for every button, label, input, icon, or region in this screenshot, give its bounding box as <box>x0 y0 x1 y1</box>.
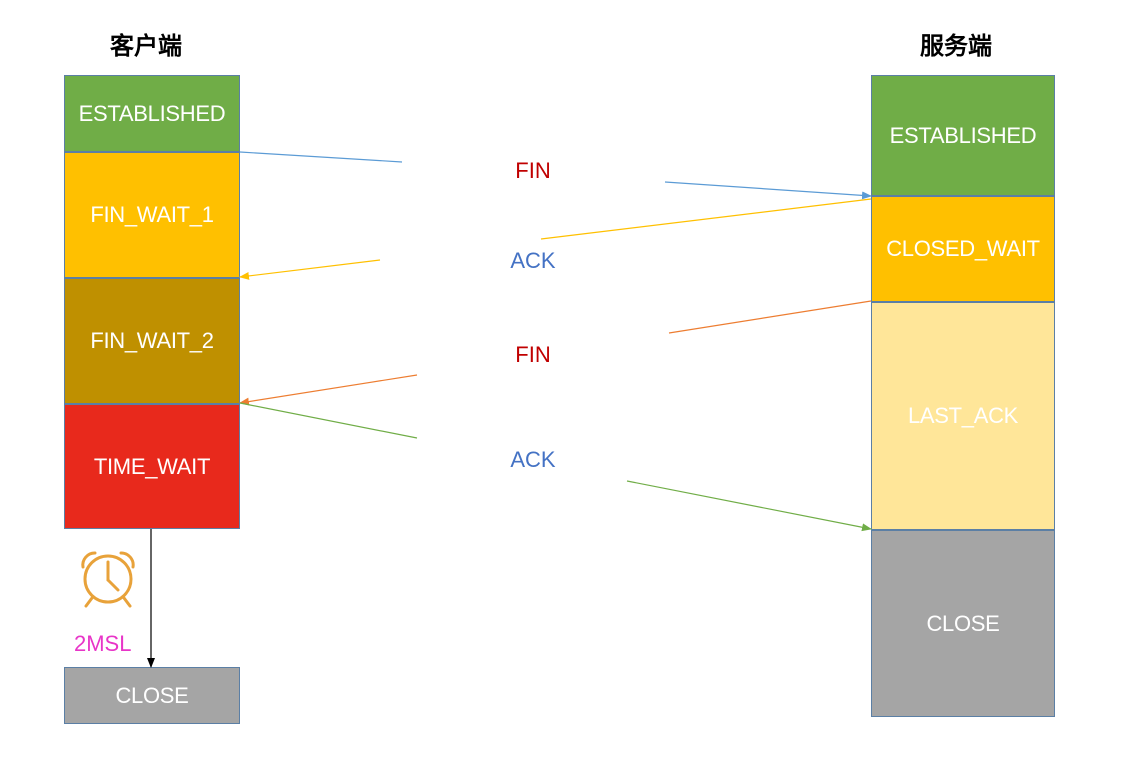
client-state-fin-wait-1: FIN_WAIT_1 <box>64 152 240 278</box>
message-ack-1: ACK <box>510 248 556 273</box>
server-title: 服务端 <box>920 32 992 60</box>
server-state-established: ESTABLISHED <box>871 75 1055 196</box>
server-state-close: CLOSE <box>871 530 1055 717</box>
arrow-ack-2 <box>239 402 872 532</box>
arrow-ack-1 <box>239 198 872 280</box>
message-fin-1: FIN <box>515 158 551 183</box>
message-fin-2: FIN <box>515 342 551 367</box>
timer-label-2msl: 2MSL <box>74 631 132 656</box>
client-state-time-wait: TIME_WAIT <box>64 404 240 529</box>
client-state-fin-wait-2: FIN_WAIT_2 <box>64 278 240 404</box>
arrow-fin-1 <box>239 151 872 200</box>
message-ack-2: ACK <box>510 447 556 472</box>
alarm-clock-icon <box>81 551 135 608</box>
client-state-established: ESTABLISHED <box>64 75 240 152</box>
client-title: 客户端 <box>110 32 182 60</box>
server-state-closed-wait: CLOSED_WAIT <box>871 196 1055 302</box>
arrow-fin-2 <box>239 300 872 406</box>
server-state-last-ack: LAST_ACK <box>871 302 1055 530</box>
client-state-close: CLOSE <box>64 667 240 724</box>
